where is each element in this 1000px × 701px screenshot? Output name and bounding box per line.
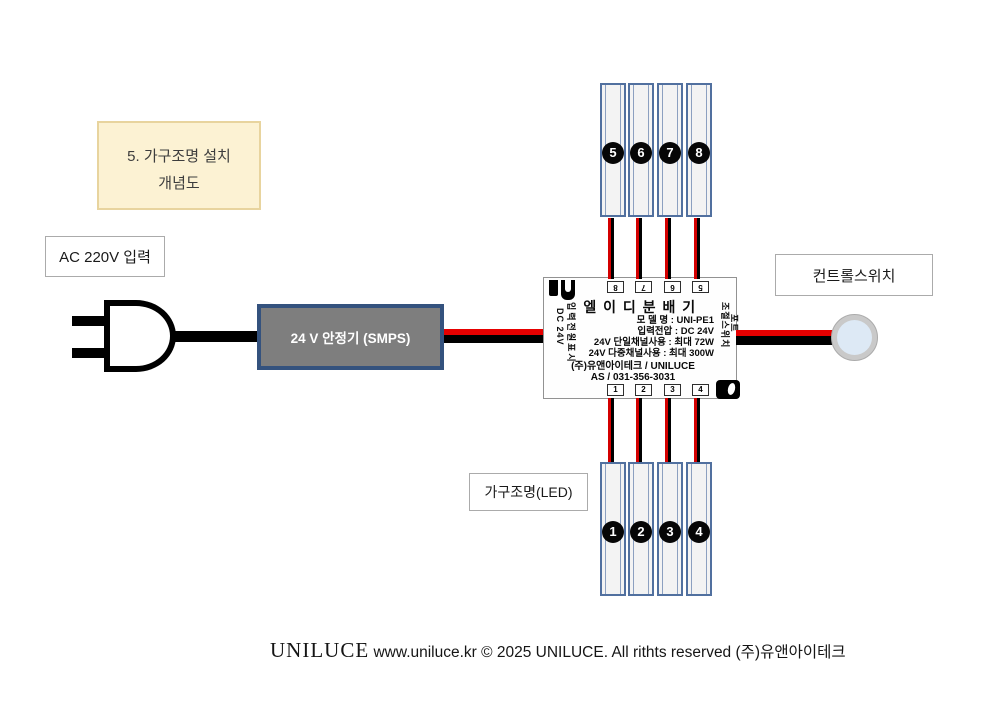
bottom-port-1: 1 [607,384,624,396]
note-line-2: 개념도 [158,175,200,192]
wire-bottom-3 [665,398,671,463]
plug-prong-bottom [72,348,106,358]
spec-multi-channel: 24V 다중채널사용 : 최대 300W [588,348,714,359]
wire-top-3 [665,218,671,279]
note-box: 5. 가구조명 설치 개념도 [97,121,261,210]
footer: UNILUCE www.uniluce.kr © 2025 UNILUCE. A… [270,638,980,666]
strip-number-badge: 7 [659,142,681,164]
spec-voltage: 입력전압 : DC 24V [637,326,714,337]
led-strip-6: 6 [628,83,654,217]
plug-cable [174,331,258,342]
top-port-5: 5 [692,281,709,293]
led-strip-3: 3 [657,462,683,596]
led-strip-8: 8 [686,83,712,217]
wire-switch-red [736,330,835,336]
strip-number-badge: 6 [630,142,652,164]
smps-label: 24 V 안정기 (SMPS) [290,331,411,346]
led-strip-caption: 가구조명(LED) [469,473,588,511]
logo-notch [565,280,571,292]
control-switch-label: 컨트롤스위치 [775,254,933,296]
led-strip-1: 1 [600,462,626,596]
led-strip-5: 5 [600,83,626,217]
spec-model: 모 델 명 : UNI-PE1 [636,315,714,326]
top-port-6: 6 [664,281,681,293]
top-port-7: 7 [635,281,652,293]
distributor-title: 엘 이 디 분 배 기 [583,299,697,315]
power-plug-icon [104,300,176,372]
control-switch-face [837,320,872,355]
smps-box: 24 V 안정기 (SMPS) [257,304,444,370]
maker-service: AS / 031-356-3031 [590,371,676,383]
distributor-logo-mark-2 [561,280,575,300]
wire-top-1 [608,218,614,279]
wire-smps-black [444,335,545,343]
footer-company: (주)유앤아이테크 [735,644,846,661]
led-strip-2: 2 [628,462,654,596]
distributor-logo-mark-1 [549,280,558,296]
vertical-label-dc24v: DC 24V [555,308,565,346]
maker-company: (주)유앤아이테크 / UNILUCE [571,361,695,372]
wire-top-4 [694,218,700,279]
bottom-port-3: 3 [664,384,681,396]
spec-single-channel: 24V 단일채널사용 : 최대 72W [593,337,714,348]
wire-switch-black [736,336,835,345]
top-port-8: 8 [607,281,624,293]
strip-number-badge: 4 [688,521,710,543]
strip-number-badge: 8 [688,142,710,164]
distributor-box: 8 7 6 5 엘 이 디 분 배 기 모 델 명 : UNI-PE1 입력전압… [543,277,740,399]
note-line-1: 5. 가구조명 설치 [127,148,231,165]
footer-text: www.uniluce.kr © 2025 UNILUCE. All ritht… [369,644,736,661]
distributor-specs: 모 델 명 : UNI-PE1 입력전압 : DC 24V 24V 단일채널사용… [552,315,714,359]
strip-number-badge: 5 [602,142,624,164]
connector-icon-highlight [726,382,737,396]
wire-bottom-1 [608,398,614,463]
led-strip-4: 4 [686,462,712,596]
ac-input-label: AC 220V 입력 [45,236,165,277]
wire-bottom-4 [694,398,700,463]
vertical-label-input-power: 입력전원표시 [566,302,576,364]
connector-icon [716,380,740,399]
strip-number-badge: 2 [630,521,652,543]
footer-brand: UNILUCE [270,638,370,662]
strip-number-badge: 1 [602,521,624,543]
led-strip-7: 7 [657,83,683,217]
distributor-maker: (주)유앤아이테크 / UNILUCE AS / 031-356-3031 [544,361,722,383]
control-switch-knob [831,314,878,361]
wire-bottom-2 [636,398,642,463]
plug-prong-top [72,316,106,326]
wire-smps-red [444,329,545,335]
bottom-port-2: 2 [635,384,652,396]
strip-number-badge: 3 [659,521,681,543]
wire-top-2 [636,218,642,279]
bottom-port-4: 4 [692,384,709,396]
